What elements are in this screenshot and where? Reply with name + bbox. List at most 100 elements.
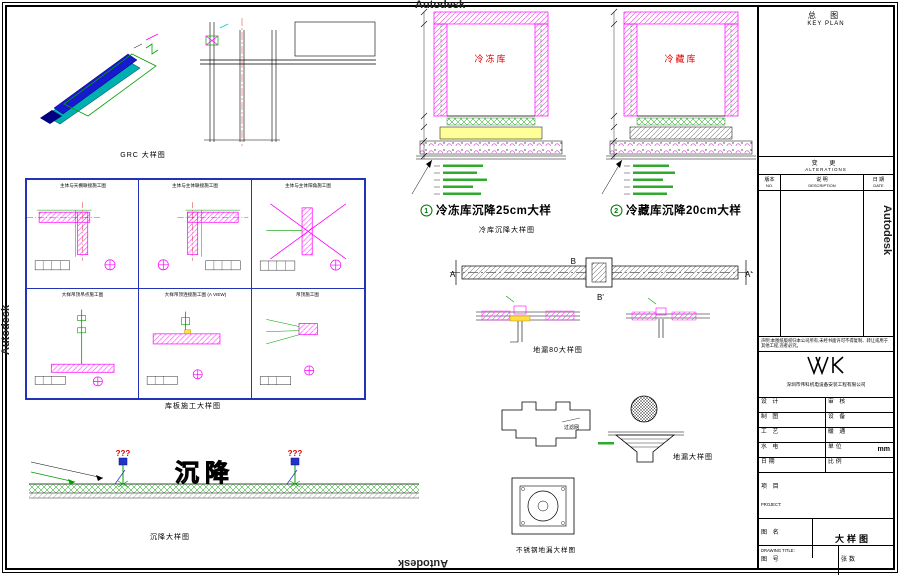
field-havc-by: 暖 通 HAVC BY: (826, 428, 893, 443)
cooler-title-text: 冷藏库沉降20cm大样 (626, 205, 742, 217)
project-label-zh: 项 目 (761, 484, 781, 490)
detail-number-icon: 2 (610, 204, 623, 216)
field-zh: 比例 (828, 459, 844, 465)
drawing-number-row: 图 号 DRAWING NO: 张数 ALT: (759, 546, 893, 575)
drawing-title-row: 图 名 DRAWING TITLE: 大样图 (759, 519, 893, 559)
unit-value: mm (877, 446, 890, 453)
alterations-header: 变 更 ALTERATIONS (759, 157, 893, 175)
section-marker-a: A (450, 270, 456, 279)
panel-cell-title: 主体与主体联接施工图 (171, 183, 218, 189)
field-elec-by: 水 电 ELEC BY: (759, 443, 826, 458)
alterations-column-headers: 版本 NO. 说 明 DESCRIPTION 日 期 DATE (759, 175, 893, 191)
alterations-label-en: ALTERATIONS (805, 167, 847, 172)
company-name: 深圳市伟科机电设备安装工程有限公司 (786, 382, 866, 388)
field-zh: 日期 (761, 459, 777, 465)
alt-col-date-en: DATE (873, 183, 884, 188)
key-plan-label-en: KEY PLAN (807, 21, 845, 27)
alt-col-no-en: NO. (765, 183, 774, 188)
sheet-no-label-zh: 张数 (841, 557, 858, 563)
panel-joint-section-detail (200, 18, 376, 146)
filter-mesh-label: 过滤网 (564, 424, 579, 431)
panel-cell-1: 主体与天棚联接施工图 (27, 180, 140, 289)
stainless-drain-detail: 过滤网 (501, 401, 591, 535)
panel-grid: 主体与天棚联接施工图 主体与主体联接施工图 (27, 180, 364, 398)
field-scale: 比例 SCALE: (826, 458, 893, 473)
key-plan-box: 总 图 KEY PLAN (759, 7, 893, 157)
detail-number-icon: 1 (420, 204, 433, 216)
watermark-left: Autodesk (0, 304, 12, 355)
drain80-caption: 地漏80大样图 (533, 347, 583, 354)
field-check-by: 审 核 CHECK BY: (826, 398, 893, 413)
freezer-settlement-detail: 冷冻库 (411, 8, 566, 195)
alterations-label-zh: 变 更 (811, 161, 841, 167)
panel-cell-drawing (158, 202, 249, 271)
panel-cell-4: 大样吊顶吊点施工图 (27, 289, 140, 398)
freezer-detail-title: 1 冷冻库沉降25cm大样 (420, 202, 551, 218)
cooler-room-label: 冷藏库 (664, 53, 697, 64)
drawing-title-label-en: DRAWING TITLE: (761, 547, 795, 553)
project-label-en: PROJECT: (761, 502, 782, 507)
drawing-no-label-zh: 图 号 (761, 557, 781, 563)
settlement-dim-query-2: ??? (288, 449, 303, 458)
field-design-by: 设 计 DESIGN BY: (759, 398, 826, 413)
panel-detail-box: 主体与天棚联接施工图 主体与主体联接施工图 (25, 178, 366, 400)
grc-isometric-detail (40, 33, 159, 125)
title-block: 总 图 KEY PLAN 变 更 ALTERATIONS 版本 NO. 说 明 … (757, 7, 893, 575)
panel-box-caption: 库板施工大样图 (165, 403, 221, 410)
section-marker-a-prime: A' (745, 270, 752, 279)
detail-number: 1 (424, 208, 428, 215)
panel-cell-2: 主体与主体联接施工图 (139, 180, 252, 289)
drain80-plan-detail: A A' B B' (450, 257, 754, 343)
freezer-room-label: 冷冻库 (474, 53, 507, 64)
field-tech-by: 工 艺 TECH BY: (759, 428, 826, 443)
panel-cell-drawing (34, 309, 115, 387)
panel-cell-title: 吊顶施工图 (296, 292, 320, 298)
alt-col-desc-en: DESCRIPTION (808, 183, 836, 188)
panel-cell-title: 大样吊顶吊点施工图 (61, 292, 104, 298)
panel-cell-title: 大样吊顶连接施工图 (A VIEW) (164, 292, 226, 298)
field-zh: 暖 通 (828, 429, 848, 435)
cold-room-caption: 冷库沉降大样图 (479, 227, 535, 234)
settlement-word: 沉降 (175, 459, 235, 487)
stainless-drain-caption: 不锈钢地漏大样图 (516, 547, 576, 554)
alt-col-date: 日 期 DATE (864, 175, 893, 190)
field-unit: 单位 UNIT: mm (826, 443, 893, 458)
grc-caption: GRC 大样图 (120, 152, 166, 159)
ground-settlement-detail: ??? ??? 沉降 (29, 449, 419, 499)
panel-cell-drawing (259, 319, 318, 385)
alt-col-no: 版本 NO. (759, 175, 781, 190)
panel-cell-drawing (259, 203, 346, 271)
project-box: 项 目 PROJECT: (759, 473, 893, 519)
alt-col-description: 说 明 DESCRIPTION (781, 175, 864, 190)
field-date: 日期 DATE: (759, 458, 826, 473)
panel-cell-5: 大样吊顶连接施工图 (A VIEW) (139, 289, 252, 398)
section-marker-b: B (571, 257, 576, 266)
panel-cell-drawing (27, 202, 116, 271)
field-zh: 工 艺 (761, 429, 781, 435)
company-block: 深圳市伟科机电设备安装工程有限公司 (759, 352, 893, 398)
alterations-empty-rows (759, 191, 893, 337)
watermark-top: Autodesk (415, 0, 466, 11)
settlement-caption: 沉降大样图 (150, 534, 190, 541)
field-zh: 水 电 (761, 444, 781, 450)
copyright-note: 声明:本图纸版权归本公司所有,未经书面许可不得复制、转让或用于其他工程,违者必究… (759, 337, 893, 352)
field-mech-by: 设 备 MECH BY: (826, 413, 893, 428)
key-plan-label-zh: 总 图 (807, 11, 845, 20)
panel-cell-title: 主体与主体阳角施工图 (284, 183, 331, 189)
section-marker-b-prime: B' (597, 293, 604, 302)
watermark-right: Autodesk (881, 205, 893, 256)
panel-cell-drawing (147, 311, 221, 385)
watermark-bottom: Autodesk (398, 557, 449, 569)
drain-detail (598, 395, 684, 463)
cooler-settlement-detail: 冷藏库 (601, 8, 756, 195)
drain-caption: 地漏大样图 (673, 454, 713, 461)
alt-col-no-zh: 版本 (764, 177, 775, 183)
alt-col-desc-zh: 说 明 (816, 177, 828, 183)
cooler-detail-title: 2 冷藏库沉降20cm大样 (610, 202, 741, 218)
personnel-fields: 设 计 DESIGN BY: 审 核 CHECK BY: 制 图 DRAWN B… (759, 398, 893, 473)
detail-number: 2 (614, 208, 618, 215)
field-zh: 设 备 (828, 414, 848, 420)
field-zh: 设 计 (761, 399, 781, 405)
